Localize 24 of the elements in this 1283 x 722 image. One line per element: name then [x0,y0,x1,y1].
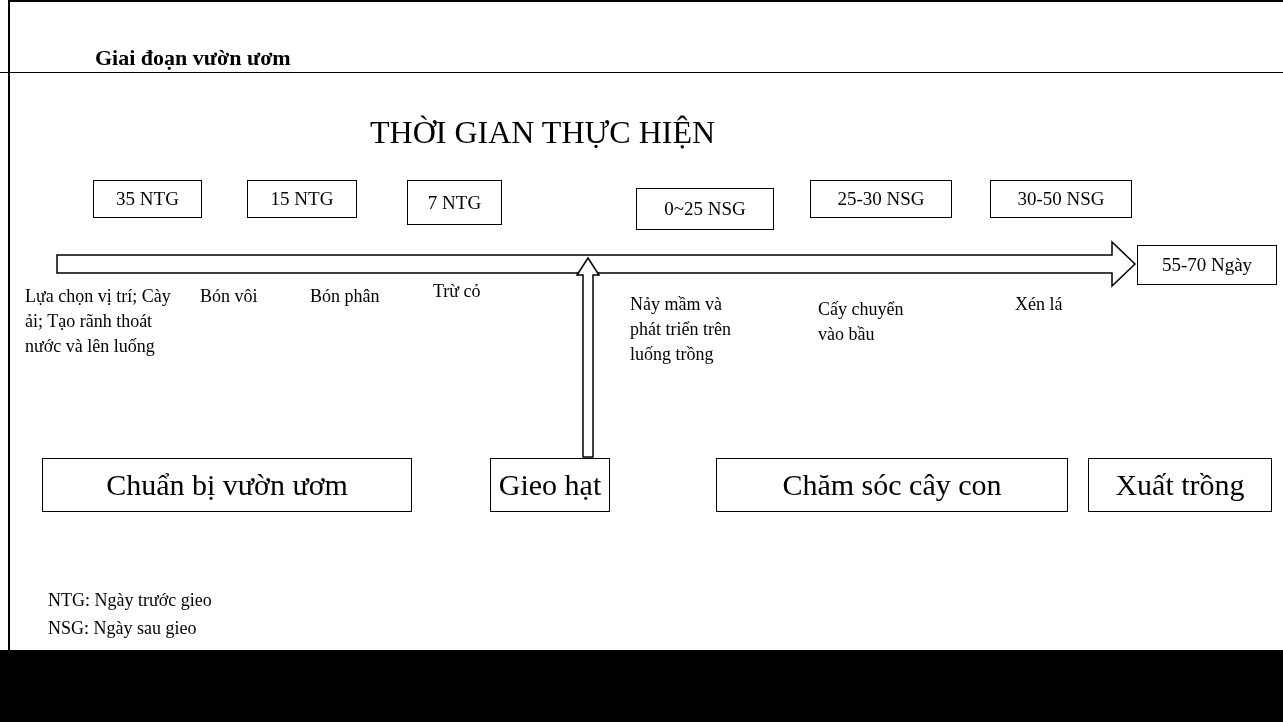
step-note: Bón phân [310,285,380,308]
heading: THỜI GIAN THỰC HIỆN [370,113,716,152]
step-note: Xén lá [1015,293,1063,316]
section-heading: Giai đoạn vườn ươm [95,45,291,71]
block-arrow [56,240,1137,288]
step-note: Trừ cỏ [433,280,481,303]
time-box: 25-30 NSG [810,180,952,218]
stage-box: Gieo hạt [490,458,610,512]
step-note: Bón vôi [200,285,258,308]
block-arrow [575,256,601,458]
time-box: 15 NTG [247,180,357,218]
duration-box: 55-70 Ngày [1137,245,1277,285]
stage-box: Xuất trồng [1088,458,1272,512]
stage-box: Chăm sóc cây con [716,458,1068,512]
time-box: 35 NTG [93,180,202,218]
abbreviation-note: NSG: Ngày sau gieo [48,617,197,640]
time-box: 7 NTG [407,180,502,225]
time-box: 30-50 NSG [990,180,1132,218]
stage-box: Chuẩn bị vườn ươm [42,458,412,512]
abbreviation-note: NTG: Ngày trước gieo [48,589,212,612]
step-note: Nảy mầm và phát triển trên luống trồng [630,293,732,366]
time-box: 0~25 NSG [636,188,774,230]
step-note: Cấy chuyển vào bầu [818,298,905,346]
step-note: Lựa chọn vị trí; Cày ải; Tạo rãnh thoát nước và lên luống [25,285,172,358]
